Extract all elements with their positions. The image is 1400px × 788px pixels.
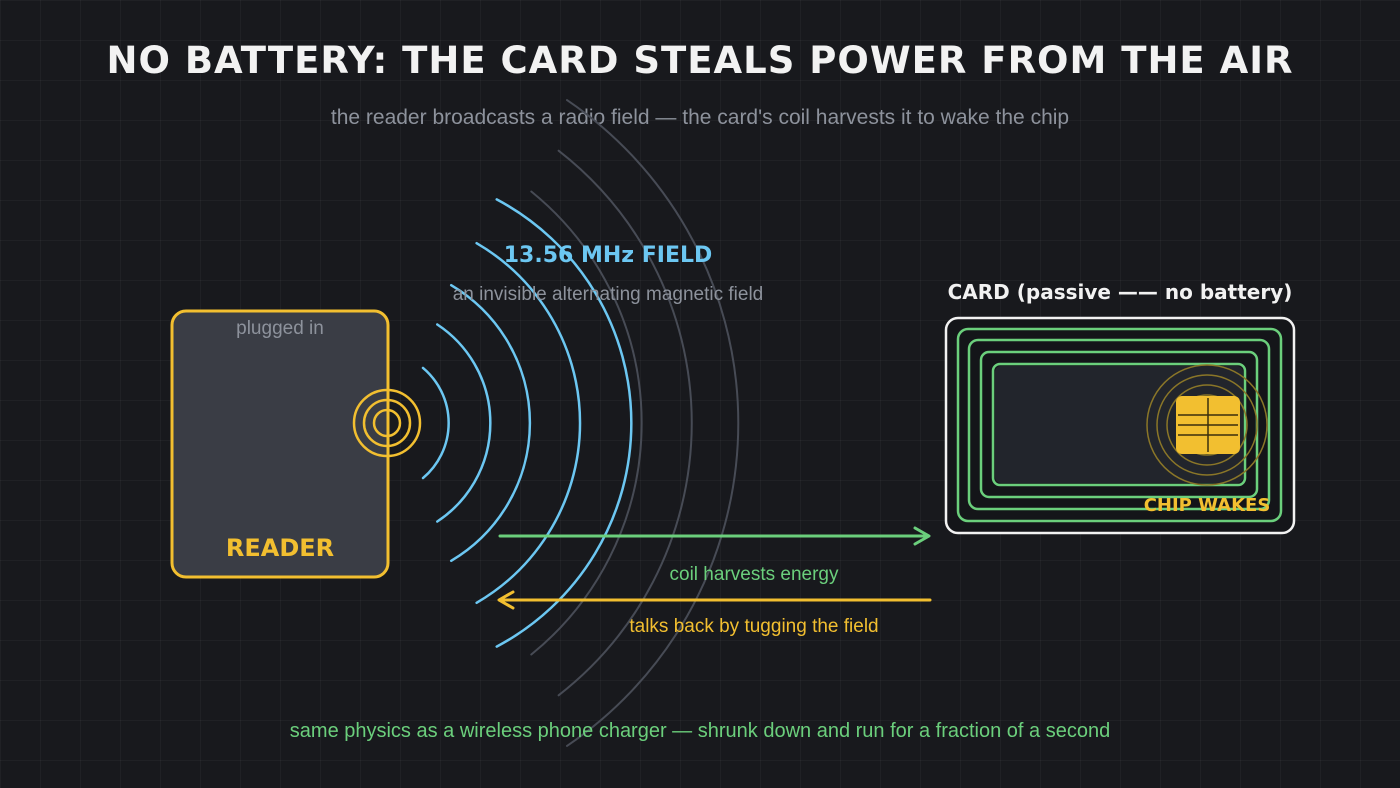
footer-note: same physics as a wireless phone charger… xyxy=(290,720,1110,742)
field-arc xyxy=(436,323,492,523)
reader-name: READER xyxy=(226,534,334,562)
field-arc-faint xyxy=(530,190,643,656)
field-description: an invisible alternating magnetic field xyxy=(453,284,764,305)
field-frequency-label: 13.56 MHz FIELD xyxy=(504,243,713,268)
card-label: CARD (passive —— no battery) xyxy=(948,280,1293,304)
card-coil-icon xyxy=(956,327,1283,523)
field-arc xyxy=(449,283,532,563)
page-title: NO BATTERY: THE CARD STEALS POWER FROM T… xyxy=(107,39,1294,82)
reader-device: plugged in READER xyxy=(170,309,422,579)
field-waves xyxy=(421,99,740,747)
talkback-arrow xyxy=(497,590,932,610)
chip-icon xyxy=(1176,396,1240,454)
energy-label: coil harvests energy xyxy=(670,564,839,585)
field-arc xyxy=(495,198,633,648)
field-arc-faint xyxy=(566,99,740,747)
energy-arrow xyxy=(498,526,931,546)
reader-coil-icon xyxy=(352,388,422,458)
field-arc xyxy=(475,241,582,605)
card: CARD (passive —— no battery) xyxy=(944,280,1296,535)
reader-power-label: plugged in xyxy=(236,318,324,339)
field-arc xyxy=(421,366,450,480)
talkback-label: talks back by tugging the field xyxy=(629,616,878,637)
chip-wakes-label: CHIP WAKES xyxy=(1144,495,1271,516)
field-arc-faint xyxy=(557,149,693,697)
reader-body xyxy=(170,309,390,579)
page-subtitle: the reader broadcasts a radio field — th… xyxy=(331,106,1069,129)
